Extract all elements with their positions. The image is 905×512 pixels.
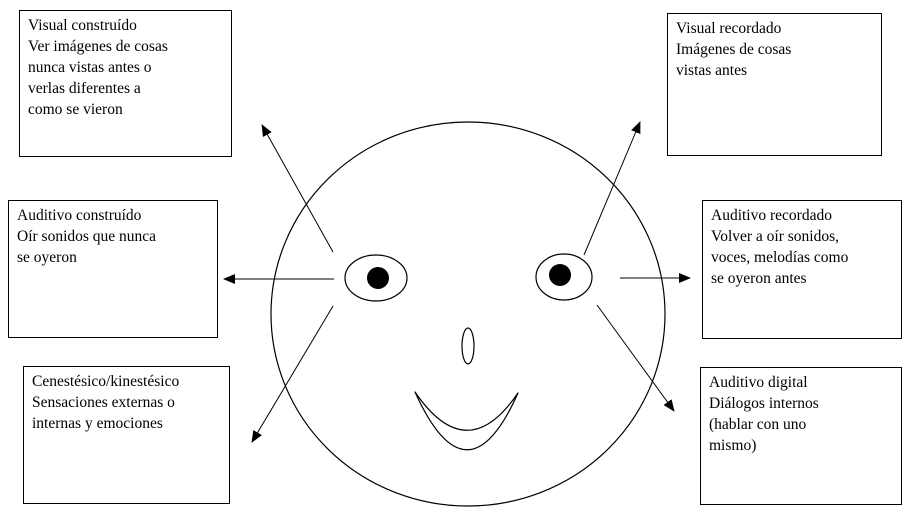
box-auditivo-construido: Auditivo construído Oír sonidos que nunc… <box>8 200 218 338</box>
face-outline <box>270 121 666 507</box>
left-eye-outline <box>344 254 408 302</box>
box-title: Auditivo recordado <box>711 207 832 224</box>
box-text: se oyeron <box>17 249 77 266</box>
box-text: mismo) <box>709 437 757 454</box>
box-text: vistas antes <box>676 62 748 79</box>
arrow-auditivo-digital <box>596 304 675 412</box>
box-title: Cenestésico/kinestésico <box>32 373 180 390</box>
box-visual-construido: Visual construído Ver imágenes de cosas … <box>19 10 232 157</box>
box-text: voces, melodías como <box>711 249 849 266</box>
box-auditivo-digital: Auditivo digital Diálogos internos (habl… <box>700 367 902 505</box>
arrow-visual-recordado <box>583 121 641 256</box>
box-text: internas y emociones <box>32 415 163 432</box>
box-text: Volver a oír sonidos, <box>711 228 840 245</box>
mouth <box>414 391 519 451</box>
right-eye-pupil <box>549 264 571 286</box>
box-title: Visual recordado <box>676 20 782 37</box>
right-eye-outline <box>535 253 593 301</box>
arrow-cenestesico <box>251 305 334 443</box>
box-text: Sensaciones externas o <box>32 394 175 411</box>
box-text: verlas diferentes a <box>28 80 141 97</box>
box-cenestesico: Cenestésico/kinestésico Sensaciones exte… <box>23 366 230 504</box>
box-text: (hablar con uno <box>709 416 807 433</box>
box-text: Diálogos internos <box>709 395 819 412</box>
box-title: Visual construído <box>28 17 137 34</box>
left-eye-pupil <box>367 267 389 289</box>
box-title: Auditivo construído <box>17 207 142 224</box>
arrow-visual-construido <box>261 124 334 253</box>
nose <box>461 327 475 365</box>
box-text: Oír sonidos que nunca <box>17 228 157 245</box>
box-text: nunca vistas antes o <box>28 59 152 76</box>
box-title: Auditivo digital <box>709 374 808 391</box>
box-text: Imágenes de cosas <box>676 41 792 58</box>
box-text: Ver imágenes de cosas <box>28 38 168 55</box>
box-auditivo-recordado: Auditivo recordado Volver a oír sonidos,… <box>702 200 902 339</box>
box-text: como se vieron <box>28 101 123 118</box>
box-text: se oyeron antes <box>711 270 807 287</box>
box-visual-recordado: Visual recordado Imágenes de cosas vista… <box>667 13 882 156</box>
